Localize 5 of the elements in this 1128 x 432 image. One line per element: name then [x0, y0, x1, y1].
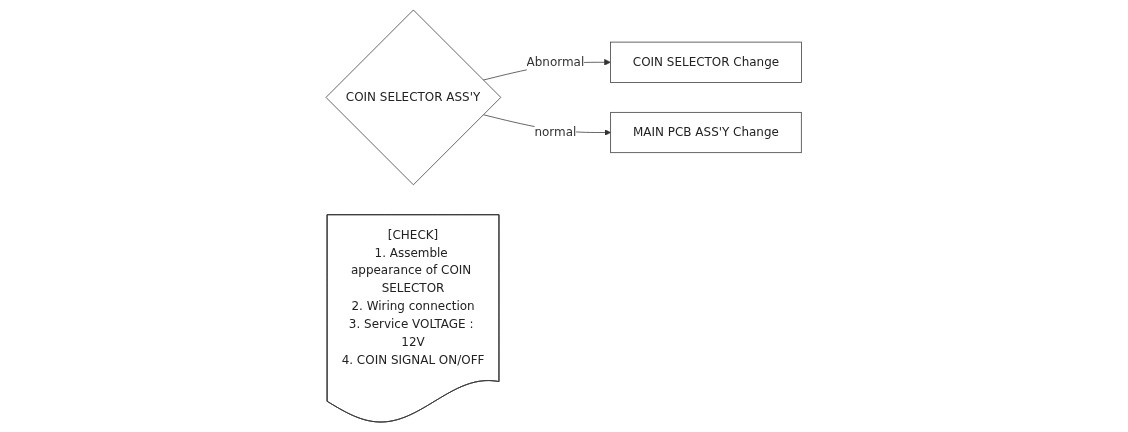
- node-diamond: COIN SELECTOR ASS'Y: [325, 9, 502, 186]
- node-box: COIN SELECTOR Change: [610, 41, 803, 83]
- edge-label: Abnormal: [526, 54, 585, 69]
- node-box: MAIN PCB ASS'Y Change: [610, 111, 802, 154]
- edge-label: normal: [534, 125, 577, 140]
